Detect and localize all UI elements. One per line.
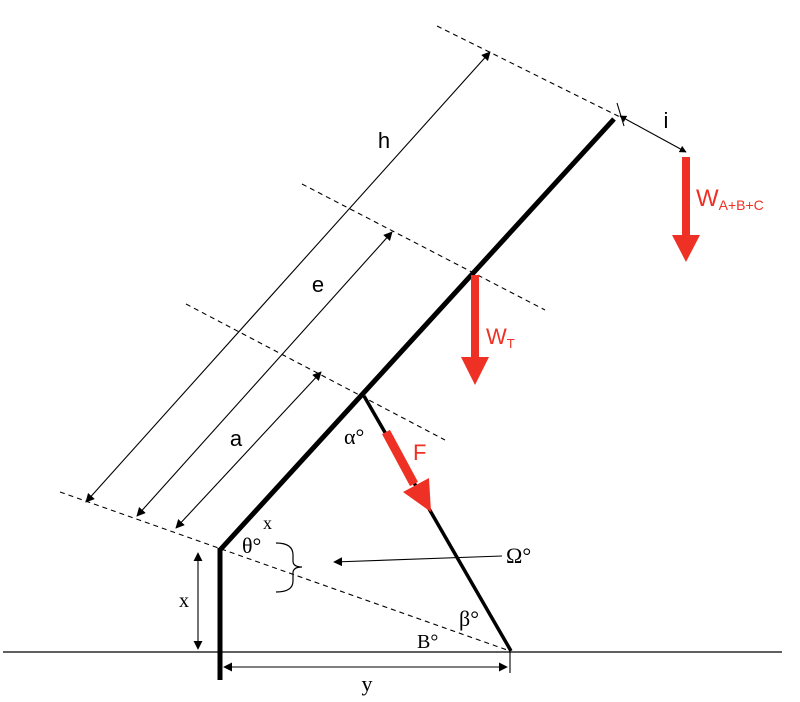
label-y: y bbox=[362, 671, 373, 696]
force-wt-arrowhead bbox=[461, 357, 489, 385]
label-theta: θ° bbox=[242, 533, 261, 558]
label-a: a bbox=[230, 426, 243, 451]
label-h: h bbox=[378, 128, 390, 153]
omega-pointer-arrow bbox=[333, 555, 503, 567]
label-omega: Ω° bbox=[506, 543, 531, 568]
label-x-left: x bbox=[179, 590, 189, 612]
force-wabc-arrowhead bbox=[672, 235, 700, 262]
dimension-i-arrow bbox=[619, 115, 687, 153]
label-wabc-main: W bbox=[696, 185, 719, 212]
label-wt-main: W bbox=[486, 324, 507, 349]
dimension-h-arrow bbox=[85, 51, 491, 503]
label-wabc-sub: A+B+C bbox=[719, 197, 764, 213]
label-wt-sub: T bbox=[507, 336, 515, 351]
label-B: B° bbox=[417, 631, 438, 653]
label-e: e bbox=[312, 272, 324, 297]
force-f-shaft bbox=[382, 429, 418, 487]
dimension-i-tick bbox=[616, 102, 625, 127]
dashed-line-h bbox=[436, 25, 623, 119]
dashed-line-a bbox=[185, 303, 446, 441]
label-x-top: x bbox=[263, 513, 272, 533]
dimension-e-arrow bbox=[136, 231, 393, 517]
label-beta: β° bbox=[459, 606, 479, 631]
label-f: F bbox=[413, 440, 426, 465]
force-f-arrowhead bbox=[403, 478, 431, 512]
omega-brace bbox=[275, 542, 303, 593]
label-i: i bbox=[664, 108, 669, 133]
label-alpha: α° bbox=[344, 424, 364, 449]
label-wt: WT bbox=[486, 324, 515, 351]
dashed-line-base bbox=[59, 491, 511, 652]
inclined-beam bbox=[218, 117, 616, 552]
label-wabc: WA+B+C bbox=[696, 185, 764, 213]
dimension-a-arrow bbox=[175, 371, 322, 529]
